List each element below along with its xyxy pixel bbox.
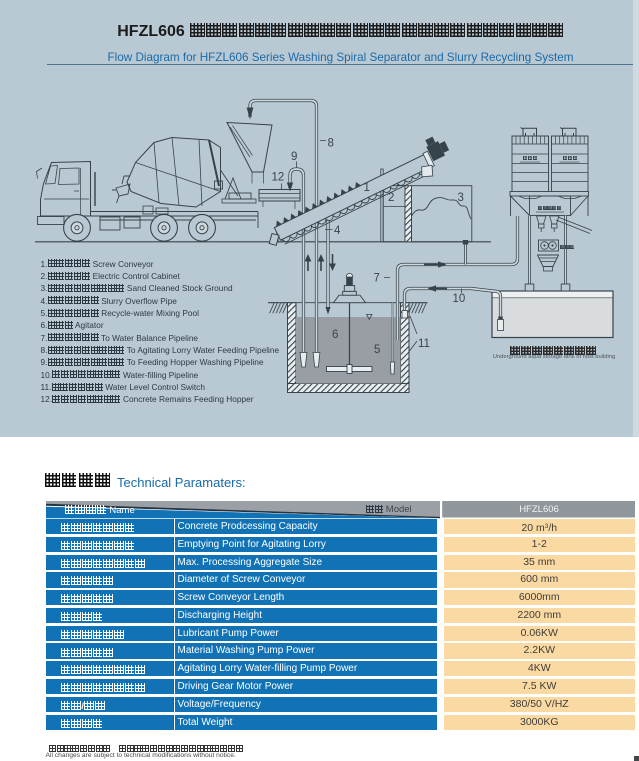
svg-text:5: 5 — [374, 344, 380, 356]
svg-text:12: 12 — [272, 172, 285, 184]
svg-text:6: 6 — [332, 329, 338, 341]
svg-text:2: 2 — [388, 192, 394, 204]
svg-text:11: 11 — [418, 338, 430, 350]
svg-text:7: 7 — [374, 273, 380, 285]
svg-text:3: 3 — [458, 192, 464, 204]
svg-text:10: 10 — [453, 293, 466, 305]
svg-text:8: 8 — [328, 138, 334, 150]
svg-text:9: 9 — [291, 151, 297, 163]
svg-text:4: 4 — [334, 225, 341, 237]
svg-text:1: 1 — [364, 182, 370, 194]
